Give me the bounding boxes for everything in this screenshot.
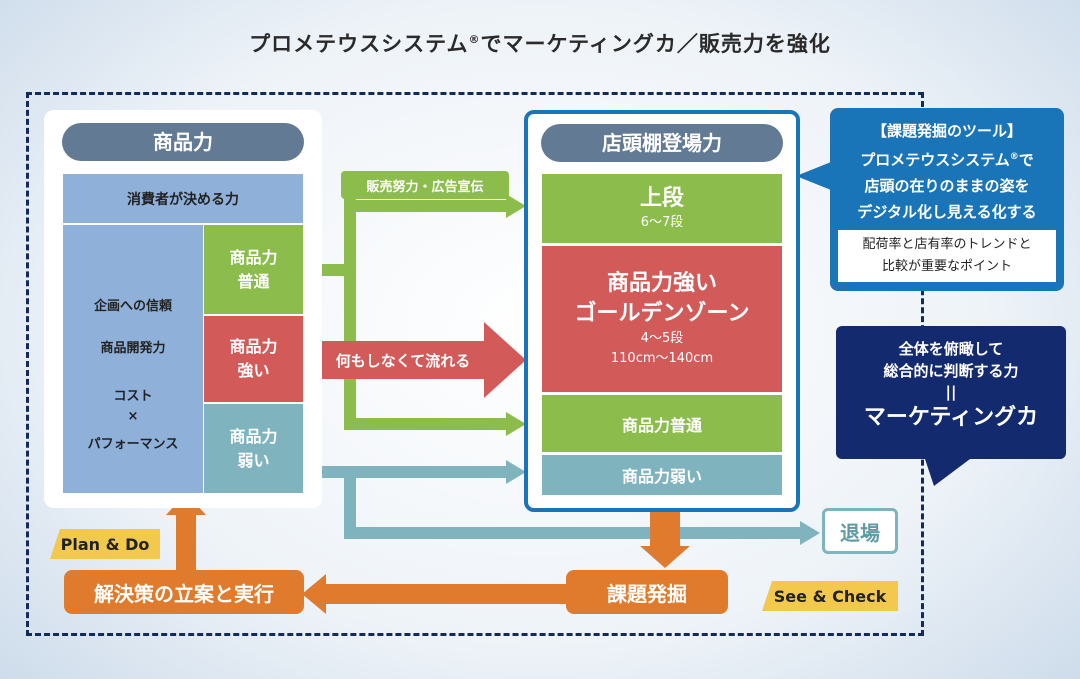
shelf-power-panel: 店頭棚登場力 上段 6〜7段 商品力強い ゴールデンゾーン 4〜5段 110cm… (524, 110, 800, 512)
green-to-normal-line (344, 418, 508, 430)
page-title: プロメテウスシステム®でマーケティングカ／販売力を強化 (249, 32, 831, 56)
marketing-callout-pointer (924, 456, 974, 486)
golden-zone-line2: ゴールデンゾーン (574, 301, 750, 326)
factor-product-development: 商品開発力 (100, 341, 166, 356)
orange-left-body (324, 584, 570, 604)
marketing-callout-equals: || (945, 383, 957, 401)
sales-effort-label: 販売努力・広告宣伝 (341, 171, 509, 199)
factor-planning-trust: 企画への信頼 (93, 299, 172, 314)
exit-box: 退場 (822, 508, 898, 554)
tool-callout-note-line1: 配荷率と店有率のトレンドと (862, 237, 1032, 252)
issue-discovery-box: 課題発掘 (566, 570, 728, 614)
strength-normal-line1: 商品力 (229, 247, 278, 267)
strength-strong-line2: 強い (237, 361, 270, 380)
tool-callout-line3: 店頭の在りのままの姿を (864, 177, 1030, 195)
strength-normal-line2: 普通 (237, 271, 270, 291)
golden-zone-line1: 商品力強い (606, 271, 717, 296)
green-upper-arrowhead (506, 194, 526, 218)
marketing-callout-line1: 全体を俯瞰して (898, 340, 1004, 358)
see-check-badge: See & Check (762, 581, 898, 611)
product-power-header: 商品力 (62, 123, 304, 161)
consumer-decides-label: 消費者が決める力 (63, 174, 303, 223)
natural-flow-label: 何もしなくて流れる (335, 351, 471, 370)
product-power-panel: 商品力 消費者が決める力 企画への信頼 商品開発力 コスト × パフォーマンス … (44, 110, 322, 508)
marketing-callout-line3: マーケティングカ (863, 405, 1039, 430)
factor-performance: パフォーマンス (87, 437, 179, 452)
teal-weak-arrowhead (506, 460, 526, 484)
solution-box: 解決策の立案と実行 (64, 570, 304, 614)
upper-shelf-sub: 6〜7段 (640, 214, 684, 230)
golden-zone-sub2: 110cm〜140cm (610, 351, 714, 366)
golden-zone-sub1: 4〜5段 (640, 331, 684, 346)
upper-shelf-cell: 上段 6〜7段 (542, 174, 782, 243)
green-to-upper-line (344, 200, 508, 212)
tool-callout-note: 配荷率と店有率のトレンドと 比較が重要なポイント (838, 230, 1056, 282)
factor-cost: コスト (113, 389, 153, 404)
orange-left-arrowhead (302, 574, 326, 614)
teal-to-exit-line (344, 527, 802, 539)
strength-weak-line2: 弱い (237, 450, 270, 470)
plan-do-badge: Plan & Do (50, 529, 160, 559)
marketing-callout-line2: 総合的に判断する力 (883, 362, 1019, 380)
teal-exit-arrowhead (800, 521, 820, 545)
tool-callout-note-line2: 比較が重要なポイント (881, 259, 1012, 274)
tool-callout: 【課題発掘のツール】 プロメテウスシステム®で 店頭の在りのままの姿を デジタル… (830, 108, 1064, 291)
tool-callout-line1: 【課題発掘のツール】 (871, 122, 1022, 140)
tool-callout-pointer (796, 160, 836, 192)
tool-callout-line4: デジタル化し見える化する (857, 203, 1037, 221)
teal-to-weak-line (304, 466, 508, 478)
strength-strong-line1: 商品力 (229, 337, 278, 356)
strength-weak-cell: 商品力 弱い (204, 404, 303, 493)
tool-callout-line2: プロメテウスシステム®で (860, 151, 1034, 169)
red-flow-body (304, 341, 486, 379)
green-normal-arrowhead (506, 412, 526, 436)
marketing-callout: 全体を俯瞰して 総合的に判断する力 || マーケティングカ (836, 326, 1066, 459)
strength-normal-cell: 商品力 普通 (204, 225, 303, 314)
factors-box: 企画への信頼 商品開発力 コスト × パフォーマンス (63, 225, 203, 493)
green-connector-v (344, 196, 356, 430)
normal-shelf-cell: 商品力普通 (542, 395, 782, 452)
golden-zone-cell: 商品力強い ゴールデンゾーン 4〜5段 110cm〜140cm (542, 246, 782, 392)
factor-times: × (127, 409, 139, 424)
orange-down-body (650, 506, 680, 548)
shelf-power-header: 店頭棚登場力 (541, 124, 783, 162)
orange-down-arrowhead (640, 546, 690, 568)
red-flow-arrowhead (484, 322, 526, 398)
weak-shelf-cell: 商品力弱い (542, 455, 782, 495)
strength-strong-cell: 商品力 強い (204, 316, 303, 402)
orange-up-body (176, 515, 196, 571)
strength-weak-line1: 商品力 (229, 426, 278, 446)
teal-down-line (344, 466, 356, 538)
upper-shelf-title: 上段 (639, 185, 684, 211)
